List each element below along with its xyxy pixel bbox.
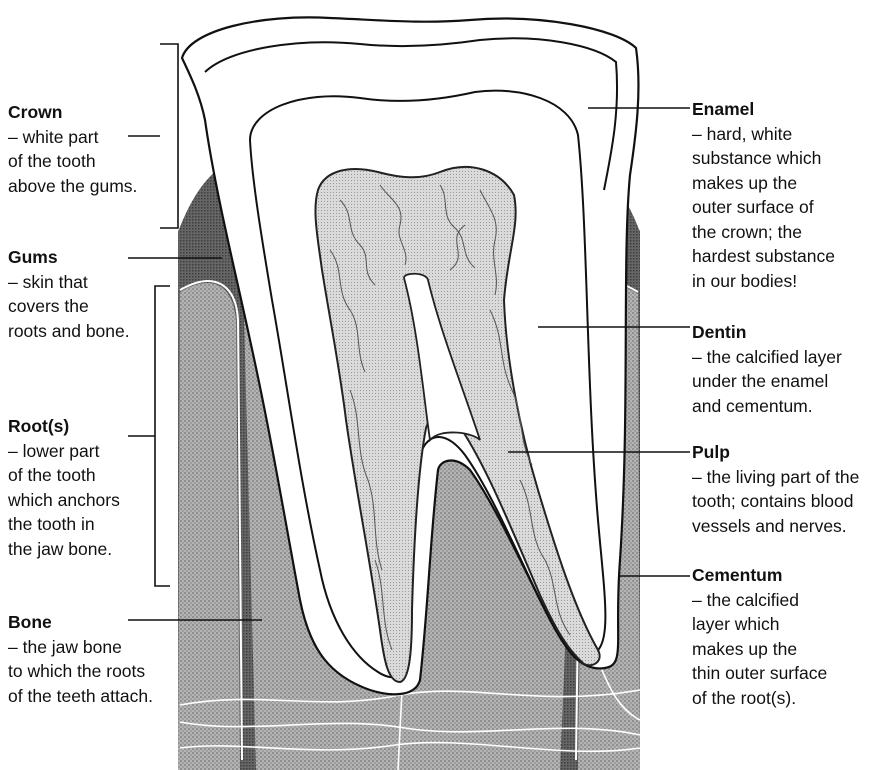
label-pulp-title: Pulp [692,440,859,465]
label-gums-desc: – skin that covers the roots and bone. [8,270,130,344]
label-bone-desc: – the jaw bone to which the roots of the… [8,635,153,709]
label-cementum-desc: – the calcified layer which makes up the… [692,588,827,711]
label-bone-title: Bone [8,610,153,635]
label-enamel: Enamel – hard, white substance which mak… [692,97,835,293]
label-crown-title: Crown [8,100,137,125]
label-crown-desc: – white part of the tooth above the gums… [8,125,137,199]
label-dentin-title: Dentin [692,320,842,345]
label-crown: Crown – white part of the tooth above th… [8,100,137,198]
label-pulp-desc: – the living part of the tooth; contains… [692,465,859,539]
label-dentin: Dentin – the calcified layer under the e… [692,320,842,418]
label-enamel-title: Enamel [692,97,835,122]
label-gums: Gums – skin that covers the roots and bo… [8,245,130,343]
label-root-desc: – lower part of the tooth which anchors … [8,439,120,562]
label-enamel-desc: – hard, white substance which makes up t… [692,122,835,294]
label-gums-title: Gums [8,245,130,270]
label-dentin-desc: – the calcified layer under the enamel a… [692,345,842,419]
label-cementum-title: Cementum [692,563,827,588]
label-root: Root(s) – lower part of the tooth which … [8,414,120,561]
label-root-title: Root(s) [8,414,120,439]
label-bone: Bone – the jaw bone to which the roots o… [8,610,153,708]
label-pulp: Pulp – the living part of the tooth; con… [692,440,859,538]
root-bracket [128,286,170,586]
label-cementum: Cementum – the calcified layer which mak… [692,563,827,710]
